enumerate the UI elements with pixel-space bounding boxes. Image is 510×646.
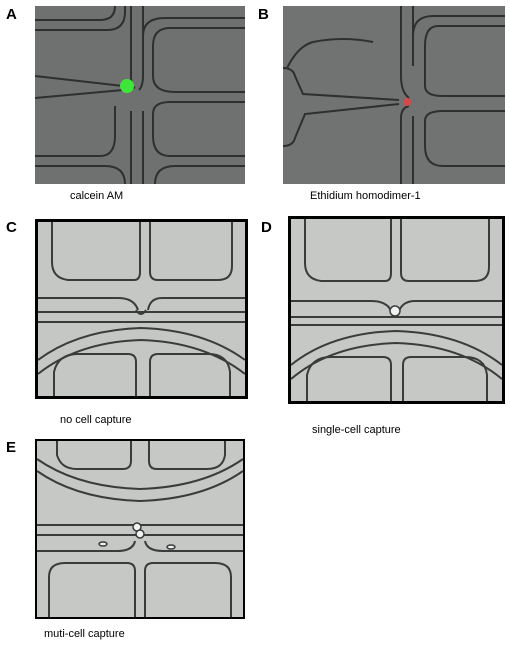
microchannel-image-e [37, 441, 243, 617]
panel-label-b: B [258, 6, 269, 23]
microchannel-image-a [35, 6, 245, 184]
panel-label-e: E [6, 439, 17, 456]
captured-cells-group [98, 522, 176, 550]
caption-c: no cell capture [60, 414, 132, 426]
brightfield-image-multi-cell [35, 439, 245, 619]
caption-d: single-cell capture [312, 424, 401, 436]
microchannel-image-c [38, 222, 245, 396]
live-cell-green [120, 79, 134, 93]
fluorescence-image-ethidium [283, 6, 505, 184]
dead-cell-red [403, 98, 411, 106]
caption-a: calcein AM [70, 190, 124, 202]
panel-label-a: A [6, 6, 17, 23]
caption-e: muti-cell capture [44, 628, 125, 640]
captured-cell [389, 305, 401, 317]
brightfield-image-single-cell [288, 216, 505, 404]
panel-label-d: D [261, 219, 272, 236]
panel-label-c: C [6, 219, 17, 236]
microchannel-image-b [283, 6, 505, 184]
caption-b: Ethidium homodimer-1 [310, 190, 421, 202]
brightfield-image-no-cell [35, 219, 248, 399]
microchannel-image-d [291, 219, 502, 401]
fluorescence-image-calcein [35, 6, 245, 184]
